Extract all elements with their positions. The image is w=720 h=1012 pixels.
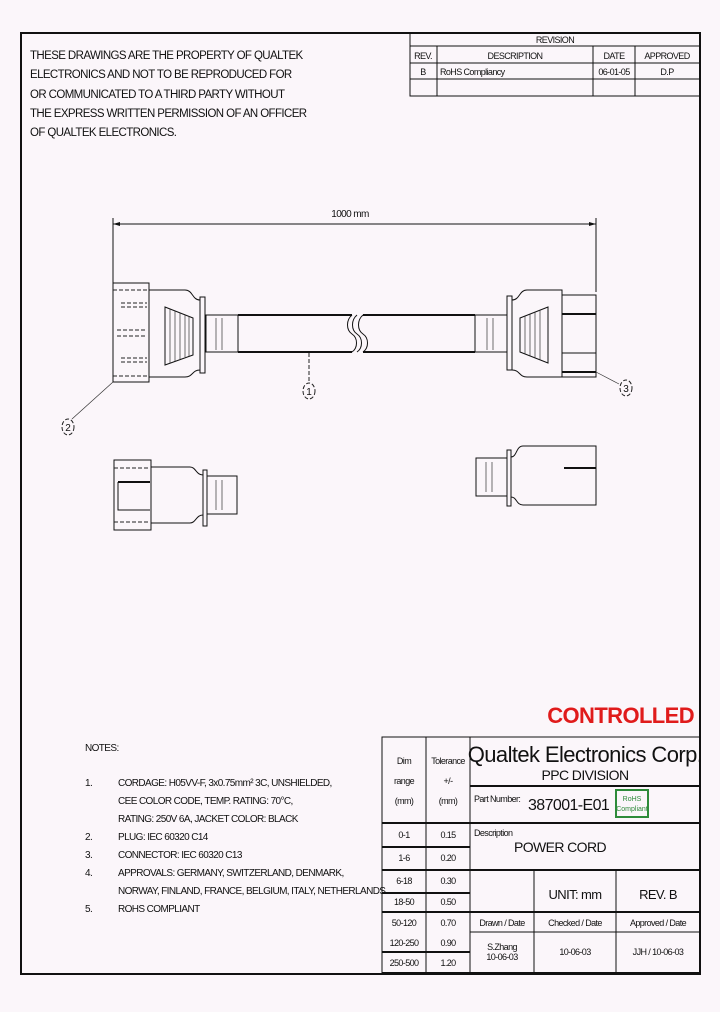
callout-circle <box>302 382 316 400</box>
title-block: Dim range (mm) Tolerance +/- (mm) 0-1 0.1… <box>381 736 703 974</box>
disclaimer-line: OR COMMUNICATED TO A THIRD PARTY WITHOUT <box>30 89 285 101</box>
description-label: Description <box>474 828 513 838</box>
drawn-date: 10-06-03 <box>486 952 518 962</box>
callout-3: 3 <box>623 384 629 395</box>
disclaimer-line: THE EXPRESS WRITTEN PERMISSION OF AN OFF… <box>30 108 307 120</box>
tolerance-header: +/- <box>444 776 454 786</box>
note-number: 2. <box>85 832 92 843</box>
tolerance-cell: 0.20 <box>440 853 456 863</box>
length-dimension: 1000 mm <box>112 209 597 292</box>
revision-header: DESCRIPTION <box>488 51 543 61</box>
dim-range-cell: 1-6 <box>398 853 410 863</box>
note-number: 1. <box>85 778 92 789</box>
note-text: CEE COLOR CODE, TEMP. RATING: 70°C, <box>118 796 293 807</box>
plug-side-view <box>112 282 239 383</box>
drawn-label: Drawn / Date <box>479 918 525 928</box>
callout-2: 2 <box>65 423 71 434</box>
part-number-label: Part Number: <box>474 794 520 804</box>
disclaimer: THESE DRAWINGS ARE THE PROPERTY OF QUALT… <box>30 50 307 139</box>
disclaimer-line: ELECTRONICS AND NOT TO BE REPRODUCED FOR <box>30 69 292 81</box>
dim-range-cell: 18-50 <box>394 897 415 907</box>
checked-value: 10-06-03 <box>559 947 591 957</box>
company-name: Qualtek Electronics Corp. <box>468 742 702 767</box>
tolerance-cell: 0.50 <box>440 897 456 907</box>
note-text: CORDAGE: H05VV-F, 3x0.75mm² 3C, UNSHIELD… <box>118 778 332 789</box>
revision-title: REVISION <box>536 35 574 45</box>
dim-header: range <box>394 776 415 786</box>
note-text: APPROVALS: GERMANY, SWITZERLAND, DENMARK… <box>118 868 344 879</box>
revision-cell: D.P <box>660 67 674 77</box>
revision-header: REV. <box>414 51 432 61</box>
part-number: 387001-E01 <box>528 797 610 814</box>
rohs-badge-text: Compliant <box>616 806 648 813</box>
approved-value: JJH / 10-06-03 <box>633 947 684 957</box>
tolerance-cell: 0.30 <box>440 876 456 886</box>
disclaimer-line: THESE DRAWINGS ARE THE PROPERTY OF QUALT… <box>30 50 304 62</box>
revision-cell: RoHS Compliancy <box>440 67 506 77</box>
tolerance-cell: 1.20 <box>440 958 456 968</box>
approved-label: Approved / Date <box>630 918 687 928</box>
dim-header: (mm) <box>395 796 414 806</box>
controlled-stamp: CONTROLLED <box>547 703 694 728</box>
tolerance-header: Tolerance <box>431 756 465 766</box>
note-text: ROHS COMPLIANT <box>118 904 200 915</box>
note-number: 4. <box>85 868 92 879</box>
dimension-label: 1000 mm <box>331 209 369 220</box>
connector-top-view <box>475 445 597 507</box>
disclaimer-line: OF QUALTEK ELECTRONICS. <box>30 127 177 139</box>
plug-top-view <box>113 459 238 531</box>
division-name: PPC DIVISION <box>542 767 629 783</box>
dim-range-cell: 6-18 <box>396 876 412 886</box>
revision-cell: 06-01-05 <box>598 67 630 77</box>
tolerance-cell: 0.15 <box>440 830 456 840</box>
tolerance-header: (mm) <box>439 796 458 806</box>
callout-1: 1 <box>306 387 312 398</box>
dim-range-cell: 0-1 <box>398 830 410 840</box>
dim-range-cell: 250-500 <box>390 958 419 968</box>
tolerance-cell: 0.70 <box>440 918 456 928</box>
cable <box>238 314 475 353</box>
notes-title: NOTES: <box>85 743 119 754</box>
note-number: 3. <box>85 850 92 861</box>
revision-cell: B <box>420 67 426 77</box>
note-text: PLUG: IEC 60320 C14 <box>118 832 209 843</box>
notes: NOTES: 1. CORDAGE: H05VV-F, 3x0.75mm² 3C… <box>85 743 387 915</box>
tolerance-table: 0-1 0.15 1-6 0.20 6-18 0.30 18-50 0.50 50-120 0.7… <box>390 830 457 968</box>
note-text: RATING: 250V 6A, JACKET COLOR: BLACK <box>118 814 299 825</box>
note-text: NORWAY, FINLAND, FRANCE, BELGIUM, ITALY,… <box>118 886 386 897</box>
connector-side-view <box>474 289 597 378</box>
revision-header: APPROVED <box>644 51 690 61</box>
tolerance-cell: 0.90 <box>440 938 456 948</box>
rohs-badge <box>615 789 649 818</box>
revision-table: REVISION REV. DESCRIPTION DATE APPROVED … <box>409 32 701 97</box>
dim-header: Dim <box>397 756 411 766</box>
note-text: CONNECTOR: IEC 60320 C13 <box>118 850 243 861</box>
revision-header: DATE <box>604 51 626 61</box>
dim-range-cell: 120-250 <box>390 938 419 948</box>
checked-label: Checked / Date <box>548 918 602 928</box>
rohs-badge-text: RoHS <box>623 796 642 803</box>
rev-value: REV. B <box>639 887 677 902</box>
drawn-by: S.Zhang <box>487 942 517 952</box>
callouts: 1 2 3 <box>61 353 633 436</box>
description-value: POWER CORD <box>514 839 606 855</box>
dim-range-cell: 50-120 <box>392 918 417 928</box>
sheet-border <box>20 32 701 975</box>
note-number: 5. <box>85 904 92 915</box>
unit-value: UNIT: mm <box>549 887 602 902</box>
